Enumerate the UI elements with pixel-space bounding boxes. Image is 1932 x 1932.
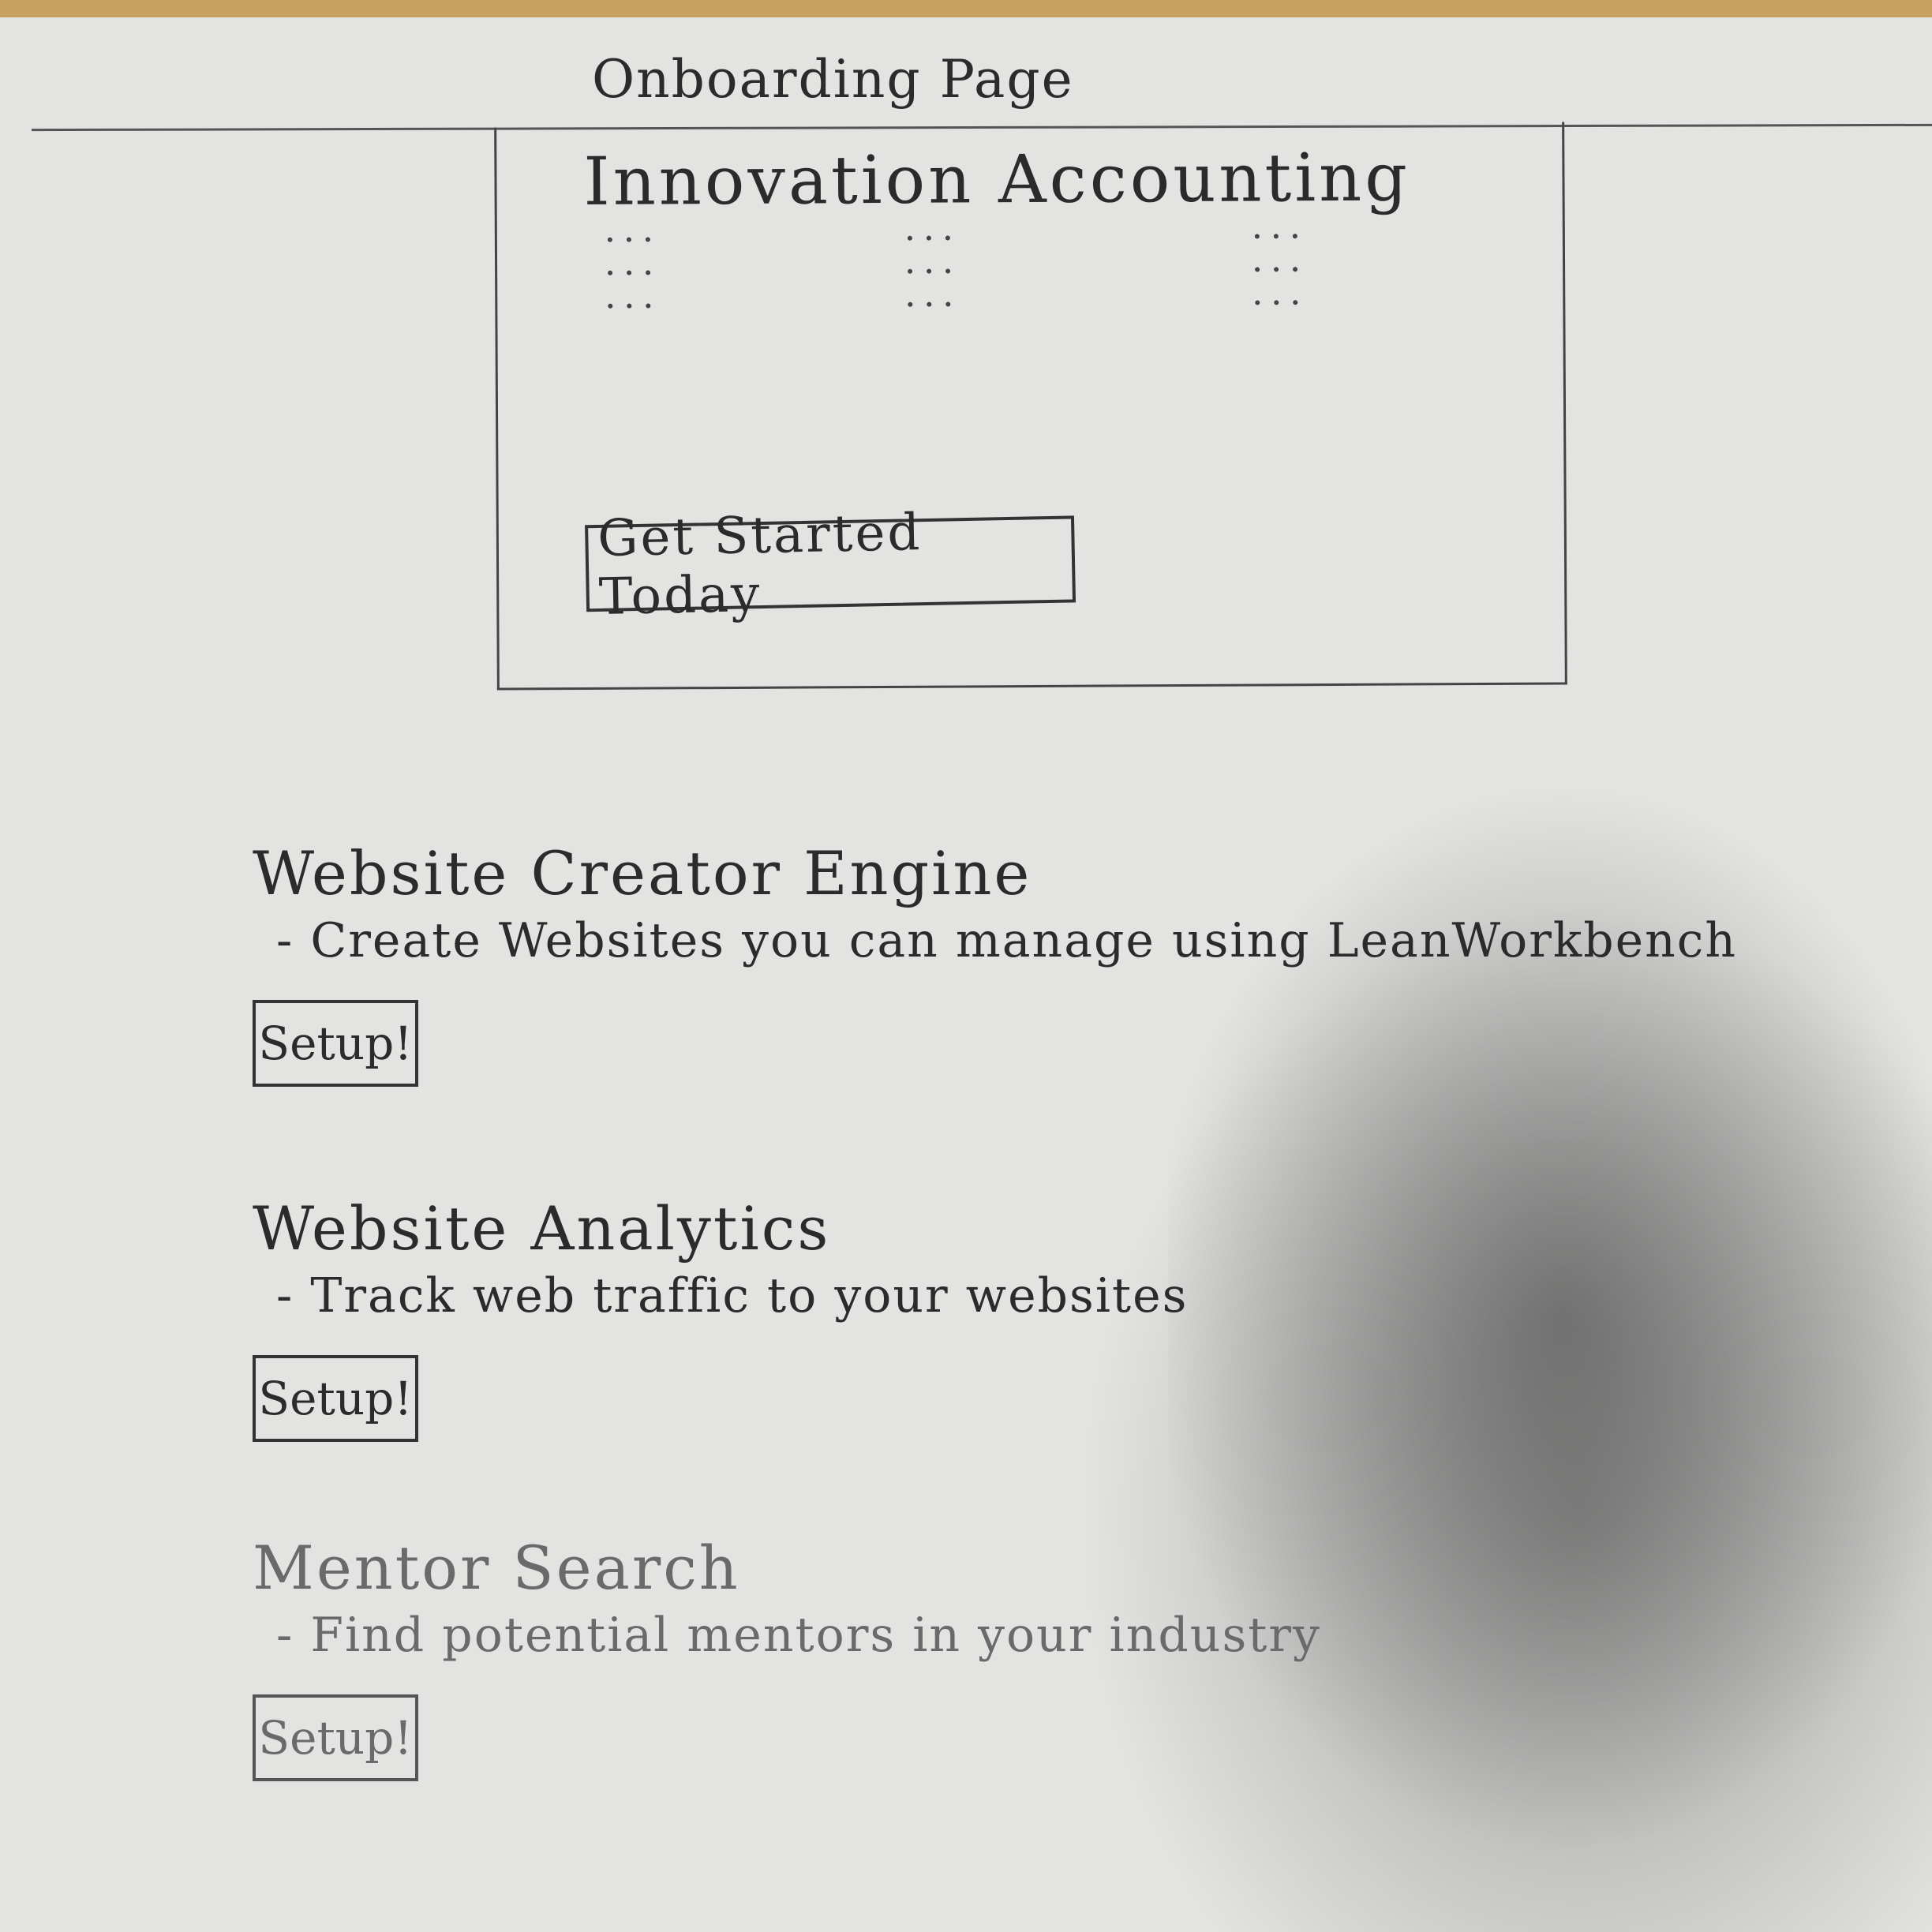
get-started-button[interactable]: Get Started Today	[585, 504, 1076, 627]
feature-description: - Find potential mentors in your industr…	[276, 1608, 1321, 1663]
hero-title: Innovation Accounting	[583, 138, 1411, 220]
feature-website-analytics: Website Analytics - Track web traffic to…	[253, 1193, 1188, 1442]
feature-title: Mentor Search	[253, 1533, 740, 1603]
feature-description: - Track web traffic to your websites	[276, 1268, 1189, 1324]
setup-button-mentor-search[interactable]: Setup!	[253, 1694, 418, 1781]
feature-title: Website Analytics	[253, 1193, 831, 1264]
feature-description: - Create Websites you can manage using L…	[276, 913, 1738, 968]
setup-button-website-creator[interactable]: Setup!	[253, 1000, 418, 1087]
placeholder-dots-left	[607, 237, 665, 309]
feature-website-creator: Website Creator Engine - Create Websites…	[253, 838, 1737, 1087]
hero-panel: Innovation Accounting Get Started Today	[494, 122, 1567, 691]
placeholder-dots-center	[907, 235, 964, 307]
page-title: Onboarding Page	[592, 49, 1074, 110]
sketch-paper: Onboarding Page Innovation Accounting Ge…	[0, 17, 1932, 1932]
placeholder-dots-right	[1254, 234, 1312, 305]
setup-button-website-analytics[interactable]: Setup!	[253, 1355, 418, 1442]
feature-mentor-search: Mentor Search - Find potential mentors i…	[253, 1533, 1321, 1781]
feature-title: Website Creator Engine	[253, 838, 1032, 908]
